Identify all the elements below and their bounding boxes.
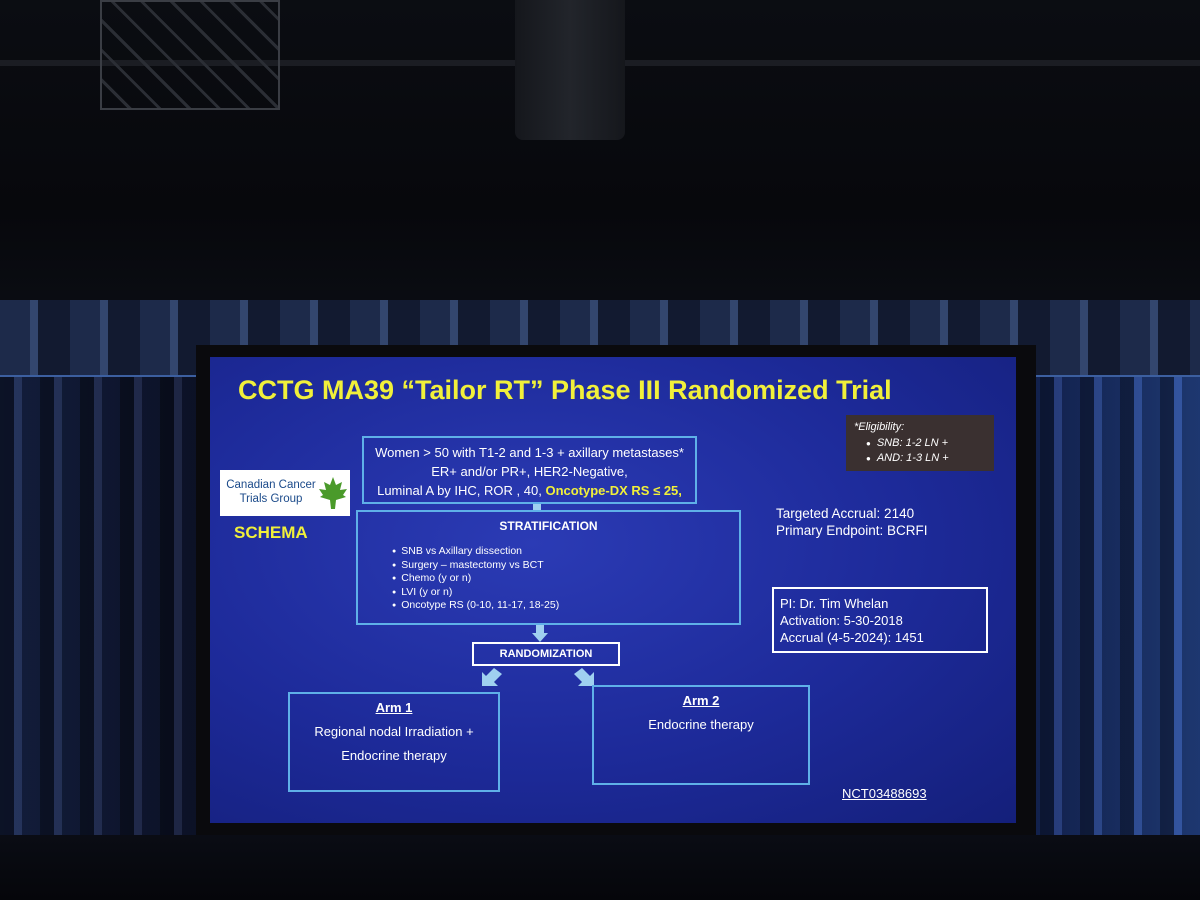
hanging-speaker	[515, 0, 625, 140]
stratification-heading: STRATIFICATION	[499, 519, 598, 533]
primary-endpoint: Primary Endpoint: BCRFI	[776, 523, 928, 538]
pi-info-box: PI: Dr. Tim Whelan Activation: 5-30-2018…	[772, 587, 988, 653]
list-item: SNB vs Axillary dissection	[392, 545, 739, 559]
eligibility-list: SNB: 1-2 LN + AND: 1-3 LN +	[854, 436, 986, 466]
eligibility-criteria-box: Women > 50 with T1-2 and 1-3 + axillary …	[362, 436, 697, 504]
arm-2-line-1: Endocrine therapy	[648, 717, 754, 732]
list-item: Surgery – mastectomy vs BCT	[392, 559, 739, 573]
stratification-box: STRATIFICATION SNB vs Axillary dissectio…	[356, 510, 741, 625]
accrual-endpoint-info: Targeted Accrual: 2140 Primary Endpoint:…	[776, 505, 928, 539]
eligibility-note: *Eligibility: SNB: 1-2 LN + AND: 1-3 LN …	[846, 415, 994, 471]
arm-1-line-2: Endocrine therapy	[341, 748, 447, 763]
list-item: SNB: 1-2 LN +	[866, 436, 986, 451]
accrual-count: Accrual (4-5-2024): 1451	[780, 630, 924, 645]
arm-2-box: Arm 2 Endocrine therapy	[592, 685, 810, 785]
arrow-down-right-icon	[574, 668, 594, 686]
slide-title: CCTG MA39 “Tailor RT” Phase III Randomiz…	[238, 375, 892, 405]
cctg-logo: Canadian Cancer Trials Group	[220, 470, 350, 516]
stratification-list: SNB vs Axillary dissection Surgery – mas…	[358, 545, 739, 613]
criteria-line-3: Luminal A by IHC, ROR , 40, Oncotype-DX …	[377, 483, 682, 498]
oncotype-highlight: Oncotype-DX RS ≤ 25,	[545, 483, 682, 498]
criteria-line-1: Women > 50 with T1-2 and 1-3 + axillary …	[375, 445, 684, 460]
stage-floor	[0, 835, 1200, 900]
list-item: Oncotype RS (0-10, 11-17, 18-25)	[392, 599, 739, 613]
pi-name: PI: Dr. Tim Whelan	[780, 596, 889, 611]
arm-2-heading: Arm 2	[682, 693, 720, 708]
activation-date: Activation: 5-30-2018	[780, 613, 903, 628]
lighting-truss	[100, 0, 280, 110]
targeted-accrual: Targeted Accrual: 2140	[776, 506, 915, 521]
arm-1-heading: Arm 1	[375, 700, 413, 715]
logo-text: Canadian Cancer Trials Group	[226, 479, 316, 505]
criteria-line-2: ER+ and/or PR+, HER2-Negative,	[431, 464, 628, 479]
arm-1-box: Arm 1 Regional nodal Irradiation + Endoc…	[288, 692, 500, 792]
presentation-slide: CCTG MA39 “Tailor RT” Phase III Randomiz…	[210, 357, 1016, 823]
schema-label: SCHEMA	[234, 523, 308, 542]
list-item: LVI (y or n)	[392, 586, 739, 600]
maple-leaf-icon	[319, 477, 347, 509]
arrow-down-icon	[532, 625, 548, 642]
nct-number-link[interactable]: NCT03488693	[842, 786, 927, 801]
arrow-down-left-icon	[482, 668, 502, 686]
arrow-down-icon	[533, 504, 541, 510]
list-item: AND: 1-3 LN +	[866, 451, 986, 466]
randomization-box: RANDOMIZATION	[472, 642, 620, 666]
list-item: Chemo (y or n)	[392, 572, 739, 586]
eligibility-heading: *Eligibility:	[854, 421, 905, 433]
arm-1-line-1: Regional nodal Irradiation +	[314, 724, 474, 739]
